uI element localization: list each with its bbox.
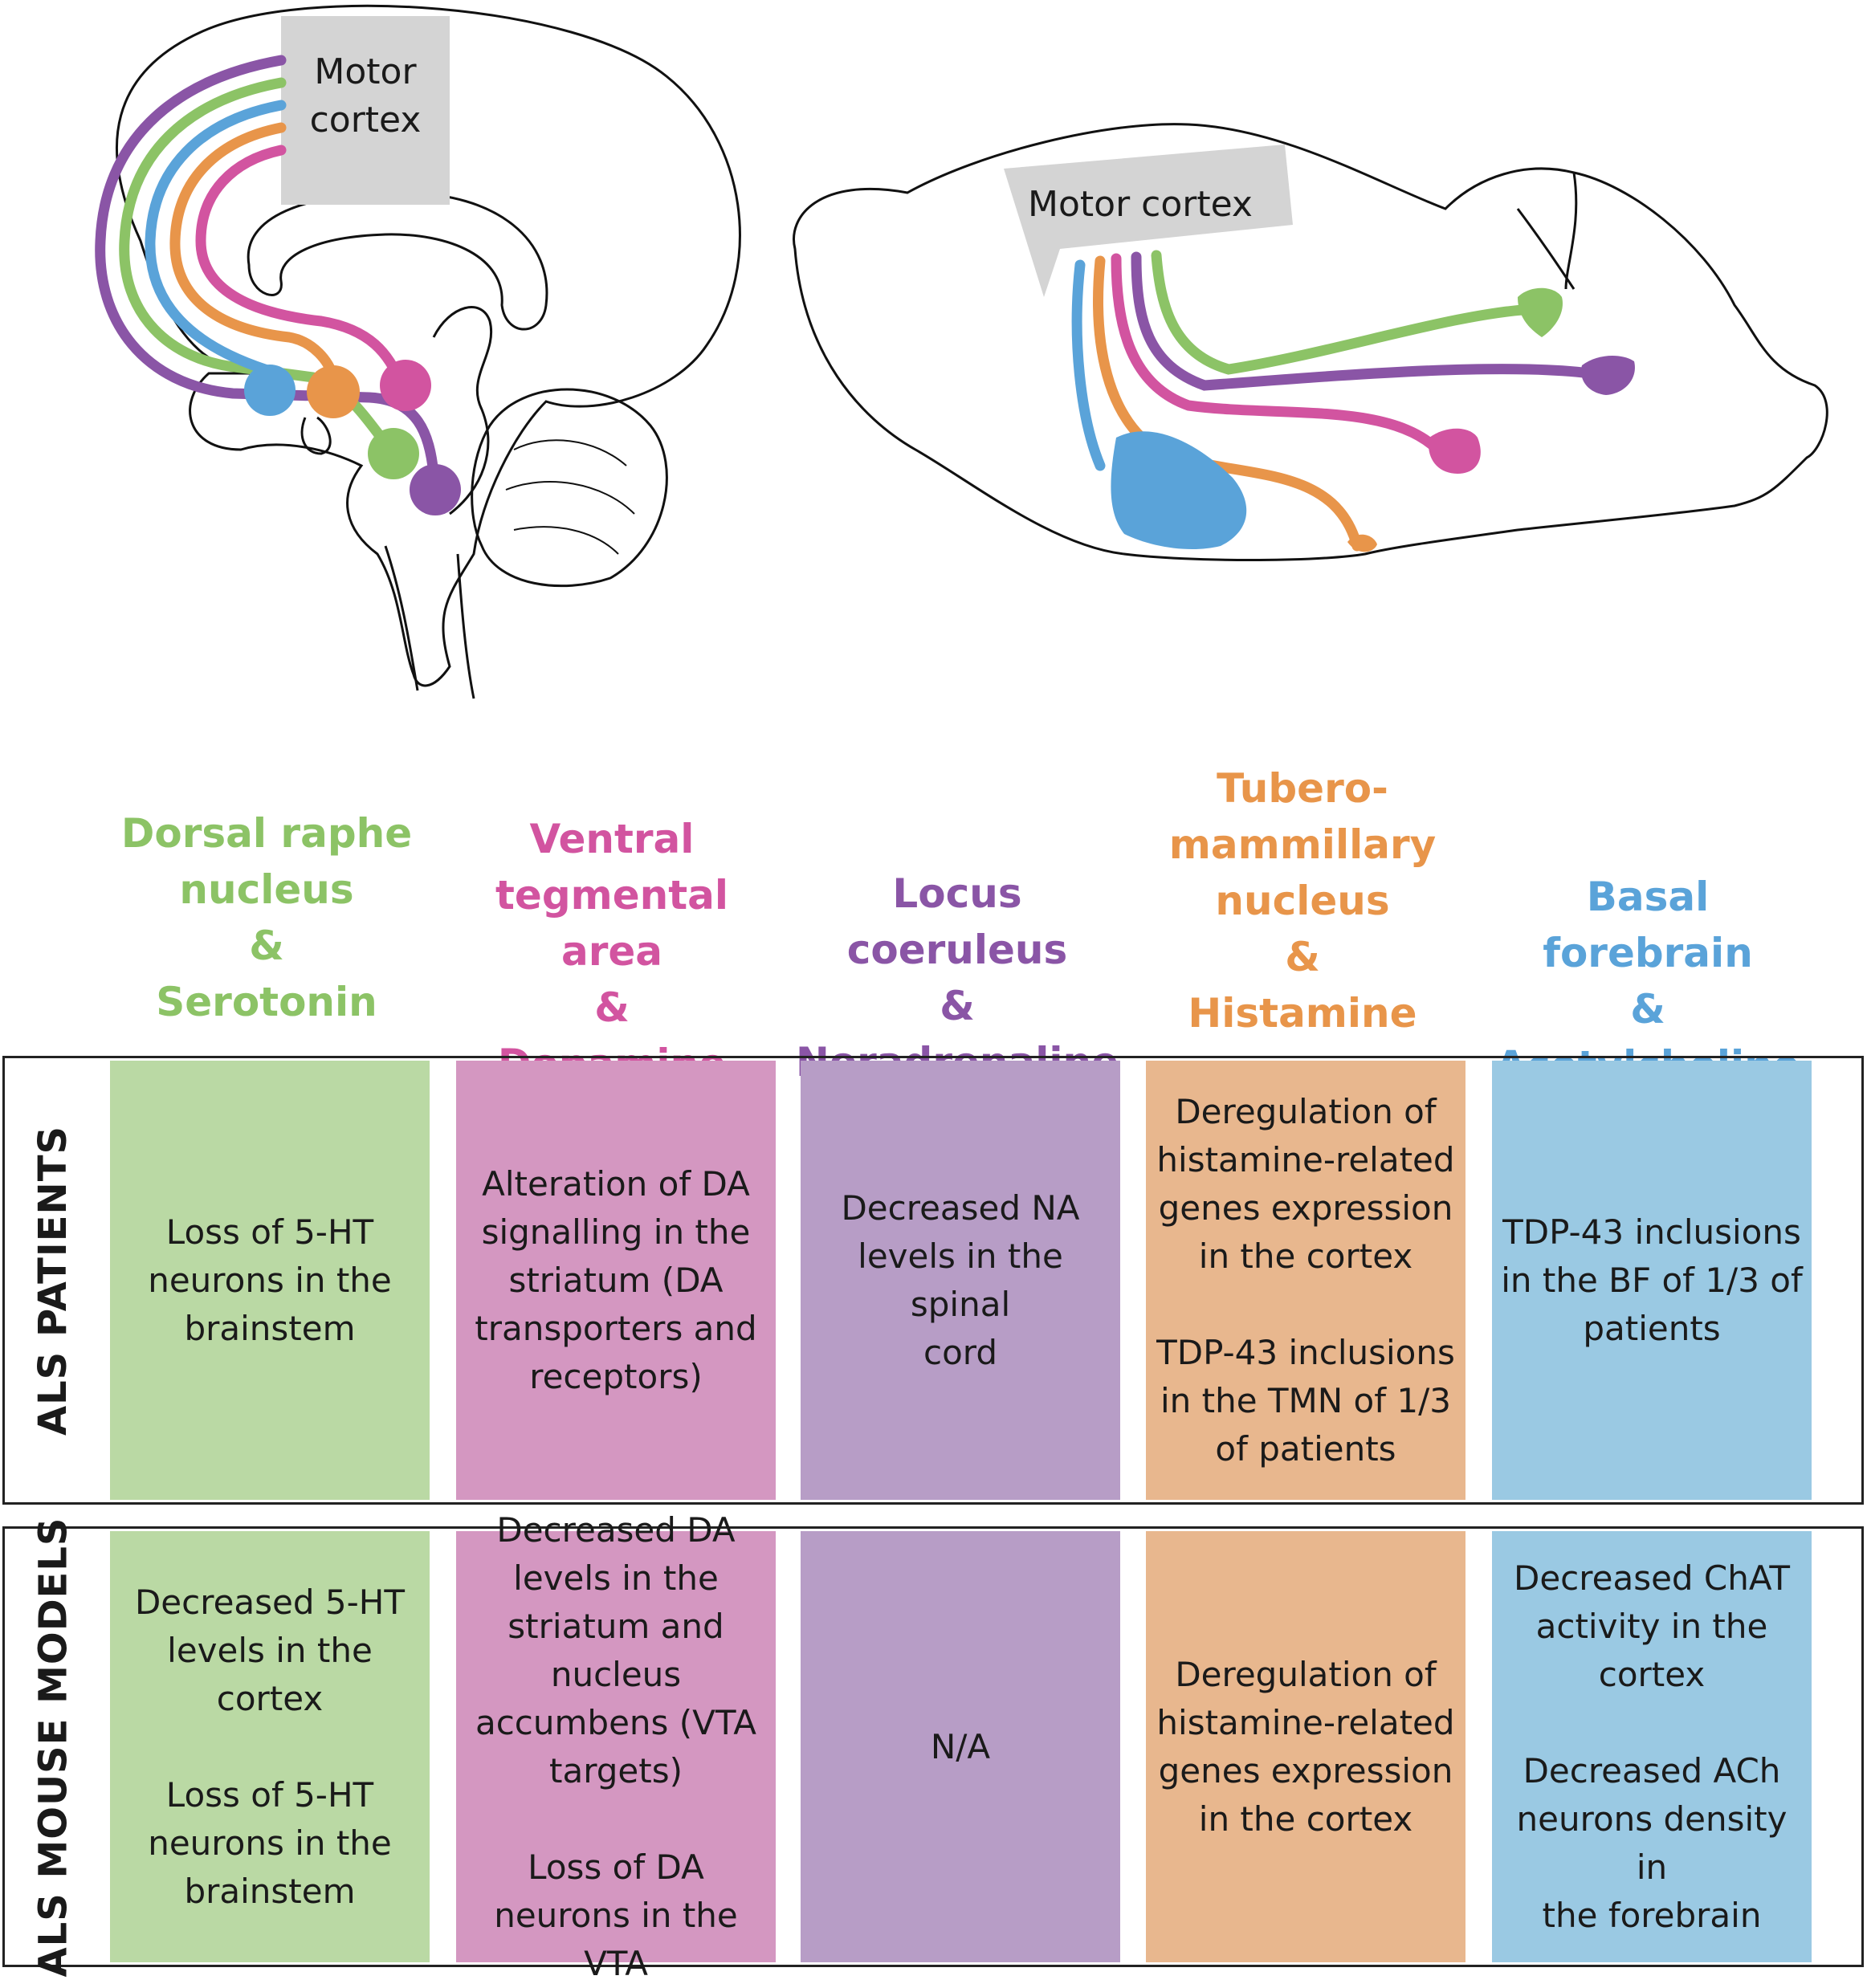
- patients-serotonin-cell: Loss of 5-HT neurons in the brainstem: [110, 1061, 430, 1500]
- mouse-brain-outline: [793, 123, 1828, 561]
- patients-dopamine-cell: Alteration of DA signalling in the stria…: [456, 1061, 776, 1500]
- corpus-callosum: [247, 191, 548, 331]
- mouse-motor-cortex-region: [1004, 145, 1293, 297]
- human-orange-tract: [169, 122, 339, 383]
- brainstem-outline: [384, 545, 475, 699]
- mouse-green-tract: [1151, 250, 1539, 375]
- human-motor-cortex-region: [281, 16, 450, 205]
- human-locus-coeruleus-nucleus: [410, 464, 461, 515]
- mouse-tmn-nucleus: [1347, 534, 1377, 552]
- cerebellum-outline: [471, 388, 668, 588]
- als-mouse-models-row-label: ALS MOUSE MODELS: [31, 1517, 75, 1977]
- mouse-locus-coeruleus-nucleus: [1581, 356, 1635, 395]
- als-mouse-models-panel: ALS MOUSE MODELS Decreased 5-HT levels i…: [2, 1510, 1864, 1983]
- header-tuberomammillary: Tubero-mammillary nucleus& Histamine: [1168, 765, 1437, 1037]
- mouse-serotonin-cell: Decreased 5-HT levels in the cortex Loss…: [110, 1531, 430, 1962]
- mouse-dopamine-cell: Decreased DA levels in the striatum and …: [456, 1510, 776, 1983]
- als-patients-panel: ALS PATIENTS Loss of 5-HT neurons in the…: [2, 1056, 1864, 1505]
- human-pink-tract: [195, 145, 407, 391]
- human-raphe-nucleus: [368, 428, 419, 479]
- human-brain-outline: [116, 4, 741, 687]
- mouse-pink-tract: [1111, 253, 1443, 455]
- mouse-histamine-cell: Deregulation of histamine-related genes …: [1146, 1531, 1465, 1962]
- thalamus-outline: [432, 306, 493, 515]
- mouse-vta-nucleus: [1429, 428, 1481, 474]
- mouse-raphe-nucleus: [1518, 287, 1563, 337]
- mouse-blue-tract: [1071, 259, 1106, 471]
- human-tmn-nucleus: [307, 365, 360, 418]
- patients-noradrenaline-cell: Decreased NA levels in the spinal cord: [801, 1061, 1120, 1500]
- mouse-purple-tract: [1131, 251, 1596, 391]
- human-brain-diagram: [95, 4, 741, 699]
- mouse-acetylcholine-cell: Decreased ChAT activity in the cortex De…: [1492, 1531, 1812, 1962]
- mouse-noradrenaline-cell: N/A: [801, 1531, 1120, 1962]
- patients-acetylcholine-cell: TDP-43 inclusions in the BF of 1/3 of pa…: [1492, 1061, 1812, 1500]
- human-motor-cortex-label: Motor cortex: [309, 51, 422, 141]
- human-vta-nucleus: [380, 360, 431, 411]
- human-basal-forebrain-nucleus: [244, 365, 296, 416]
- human-blue-tract: [145, 100, 287, 375]
- mouse-motor-cortex-label: Motor cortex: [1028, 184, 1253, 225]
- mouse-basal-forebrain-nucleus: [1111, 431, 1247, 550]
- pituitary-outline: [300, 416, 332, 455]
- mouse-brain-diagram: [793, 123, 1828, 561]
- patients-histamine-cell: Deregulation of histamine-related genes …: [1146, 1061, 1465, 1500]
- als-patients-row-label: ALS PATIENTS: [31, 1125, 75, 1436]
